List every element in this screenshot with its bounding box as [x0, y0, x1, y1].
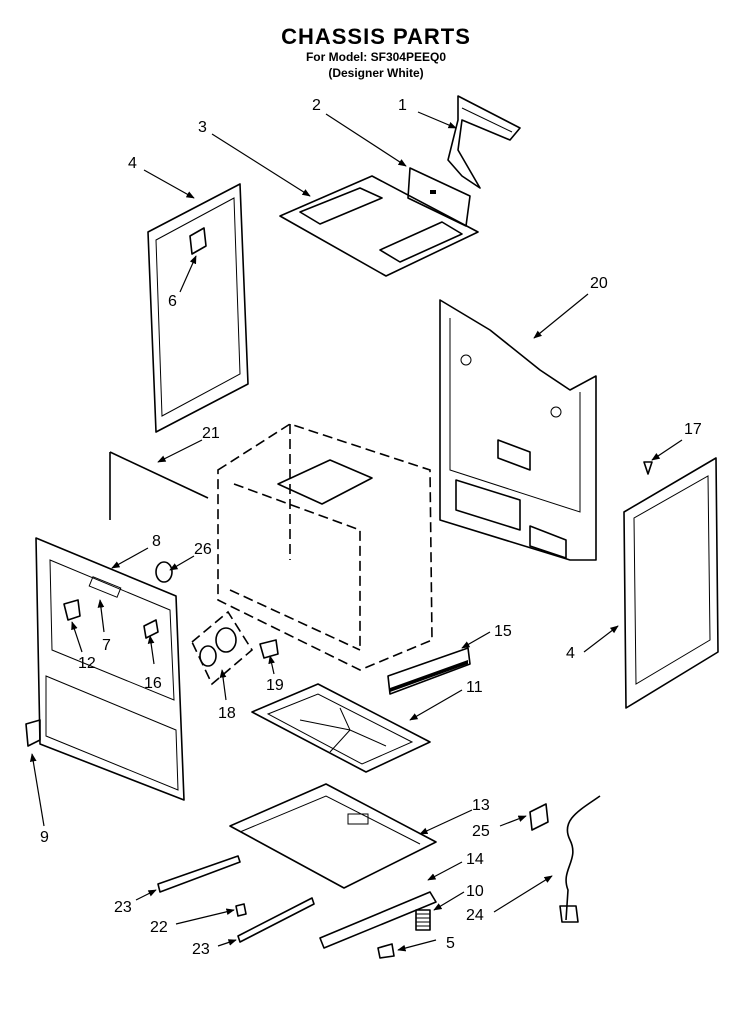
callout-24: 24: [466, 907, 484, 924]
part-18-orifice-assembly: [191, 610, 254, 686]
callout-17: 17: [684, 421, 702, 438]
part-17-screw: [643, 461, 653, 475]
variant-line: (Designer White): [328, 66, 424, 80]
callout-6: 6: [168, 293, 177, 310]
part-20-rear-panel: [439, 299, 597, 561]
callout-26: 26: [194, 541, 212, 558]
part-1-flue-deflector: [447, 95, 521, 189]
part-21-gasket: [109, 451, 209, 520]
part-22-clip: [235, 903, 247, 917]
part-3-top-panel: [279, 175, 479, 277]
part-14-rail: [319, 891, 437, 949]
callout-25: 25: [472, 823, 490, 840]
callout-8: 8: [152, 533, 161, 550]
callout-5: 5: [446, 935, 455, 952]
part-16-clip: [143, 619, 159, 639]
callout-15: 15: [494, 623, 512, 640]
part-4-right-side-panel: [623, 457, 719, 709]
callout-4-right: 4: [566, 645, 575, 662]
callout-20: 20: [590, 275, 608, 292]
part-25-bracket: [529, 803, 549, 831]
part-9-leveler: [25, 719, 41, 747]
part-24-power-cord: [559, 795, 601, 923]
callout-10: 10: [466, 883, 484, 900]
callout-2: 2: [312, 97, 321, 114]
callout-9: 9: [40, 829, 49, 846]
part-19-screw: [259, 639, 279, 659]
part-26-plug: [155, 561, 173, 583]
callout-16: 16: [144, 675, 162, 692]
callout-labels: 1 2 3 4 6 20 21 8 26 7 12 16 18 19 15 11…: [40, 97, 702, 958]
callout-7: 7: [102, 637, 111, 654]
part-15-vent-strip: [387, 647, 471, 695]
part-23-rail-upper: [157, 855, 241, 893]
callout-1: 1: [398, 97, 407, 114]
callout-23-upper: 23: [114, 899, 132, 916]
leader-lines: [29, 111, 683, 952]
callout-11: 11: [466, 679, 483, 696]
part-12-clip: [63, 599, 81, 621]
part-10-spring: [415, 909, 431, 931]
callout-18: 18: [218, 705, 236, 722]
part-4-left-side-panel: [147, 183, 249, 433]
part-2-vent-bracket: [407, 167, 471, 227]
part-23-rail-lower: [237, 897, 315, 943]
part-6-clip: [189, 227, 207, 255]
part-11-burner-box: [251, 683, 431, 773]
model-line: For Model: SF304PEEQ0: [305, 50, 447, 64]
oven-cavity: [217, 423, 433, 671]
callout-13: 13: [472, 797, 490, 814]
callout-3: 3: [198, 119, 207, 136]
callout-23-lower: 23: [192, 941, 210, 958]
callout-21: 21: [202, 425, 220, 442]
part-5-clip: [377, 943, 395, 959]
callout-19: 19: [266, 677, 284, 694]
callout-14: 14: [466, 851, 484, 868]
callout-12: 12: [78, 655, 96, 672]
part-13-bottom-panel: [229, 783, 437, 889]
part-8-front-frame: [35, 537, 185, 801]
callout-22: 22: [150, 919, 168, 936]
callout-4: 4: [128, 155, 137, 172]
page-title: CHASSIS PARTS: [281, 24, 471, 49]
